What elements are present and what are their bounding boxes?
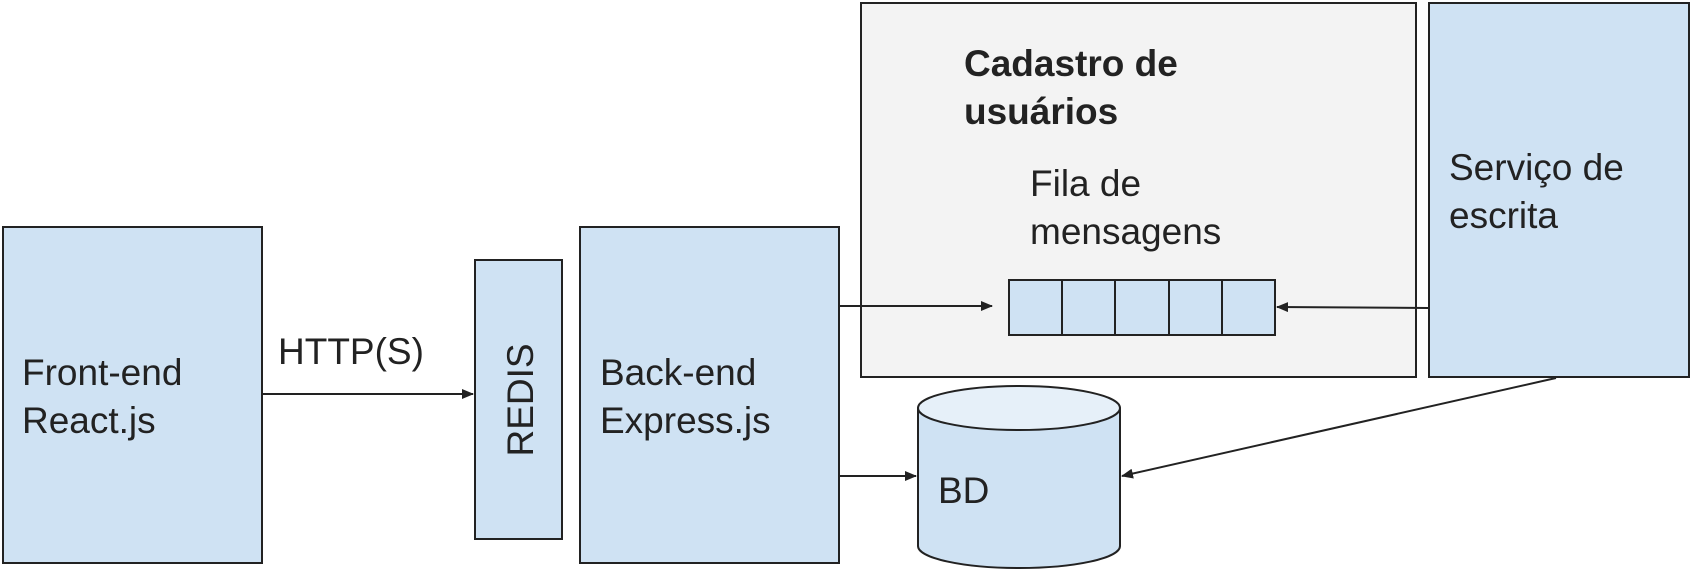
backend-line2: Express.js xyxy=(600,400,771,441)
database-label: BD xyxy=(938,470,989,511)
group-title-line1: Cadastro de xyxy=(964,43,1178,84)
write-service-box xyxy=(1428,2,1690,378)
backend-box xyxy=(579,226,840,564)
write-service-line1: Serviço de xyxy=(1449,147,1624,188)
redis-label: REDIS xyxy=(500,343,541,456)
frontend-line1: Front-end xyxy=(22,352,182,393)
write-service-line2: escrita xyxy=(1449,195,1558,236)
edge-writer-to-database xyxy=(1121,377,1557,479)
queue-slot xyxy=(1008,279,1063,336)
edge-http-label: HTTP(S) xyxy=(278,331,424,372)
queue-slot xyxy=(1061,279,1116,336)
frontend-line2: React.js xyxy=(22,400,156,441)
queue-slot xyxy=(1168,279,1223,336)
frontend-box xyxy=(2,226,263,564)
edge-writer-to-queue xyxy=(1276,302,1429,313)
database-cylinder: BD xyxy=(917,385,1121,569)
database-body xyxy=(917,408,1121,569)
message-queue xyxy=(1008,279,1276,336)
queue-label-line2: mensagens xyxy=(1030,211,1221,252)
queue-slot xyxy=(1114,279,1170,336)
queue-slot xyxy=(1221,279,1276,336)
database-top xyxy=(917,385,1121,431)
backend-line1: Back-end xyxy=(600,352,756,393)
redis-box xyxy=(474,259,563,540)
group-title-line2: usuários xyxy=(964,91,1118,132)
queue-label-line1: Fila de xyxy=(1030,163,1141,204)
